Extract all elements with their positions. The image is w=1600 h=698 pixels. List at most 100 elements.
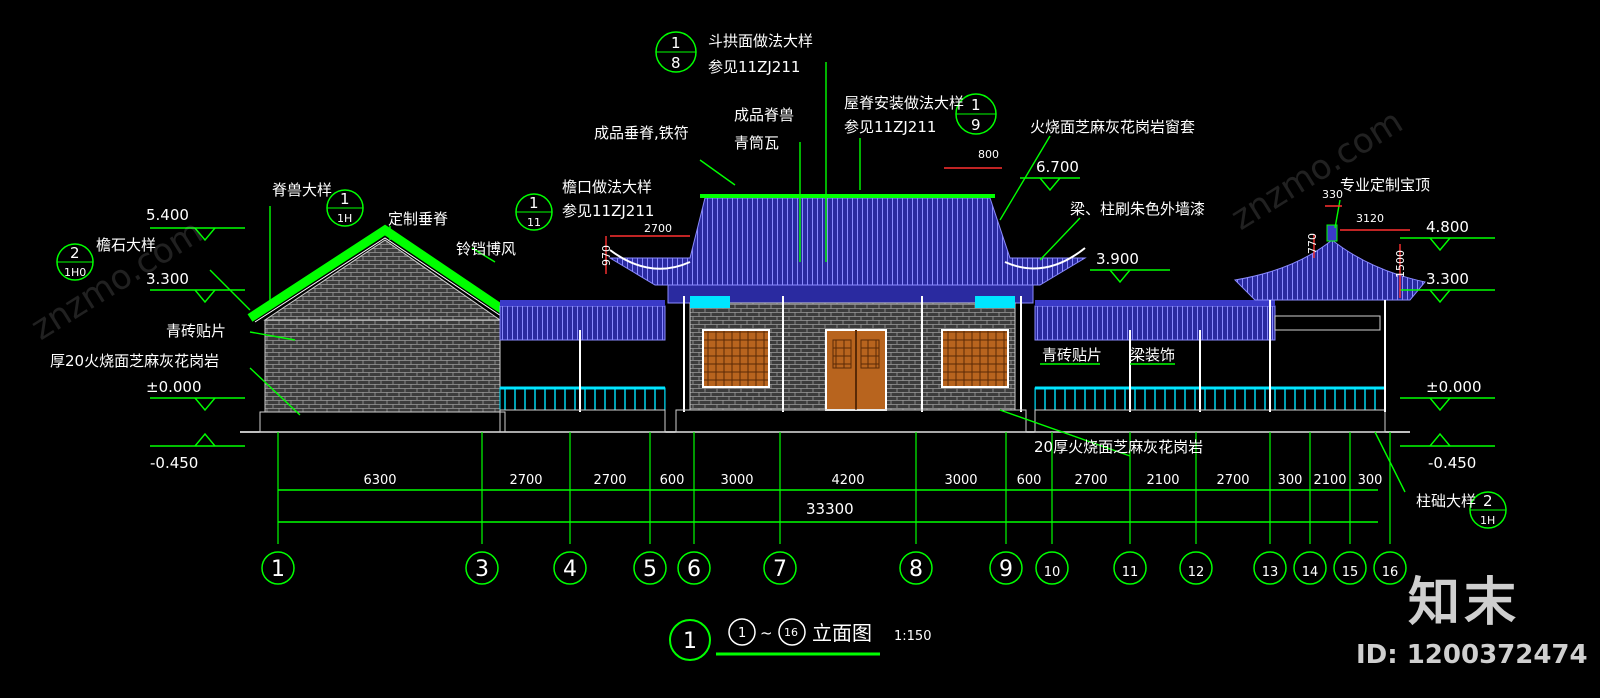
left-gable-wall [263, 239, 502, 321]
axis-label-5: 5 [643, 557, 657, 582]
dimension-text-7: 3000 [944, 473, 977, 488]
left-corridor-roof [499, 305, 666, 341]
axis-label-3: 3 [475, 557, 489, 582]
total-dimension: 33300 [806, 500, 854, 518]
axis-label-15: 15 [1342, 565, 1359, 580]
axis-bubble-14 [1293, 551, 1327, 585]
bubble-b1 [326, 189, 364, 227]
left-railing [499, 387, 666, 411]
bubble-b3 [515, 193, 553, 231]
left-eave-curve [609, 249, 691, 270]
bubble-b6-bottom: 1H [1480, 514, 1495, 527]
axis-label-9: 9 [999, 557, 1013, 582]
bubble-b4-bottom: 8 [671, 54, 681, 72]
left-gable-building [247, 224, 518, 433]
bubble-b2 [56, 243, 94, 281]
left-brick-wall [264, 319, 501, 413]
leader-lines [209, 62, 1406, 493]
title-scale: 1:150 [894, 629, 931, 644]
dimension-text-6: 4200 [831, 473, 864, 488]
bubble-b4-top: 1 [671, 34, 681, 52]
dimension-text-12: 300 [1278, 473, 1303, 488]
pavilion-finial [1326, 224, 1338, 242]
note-n14: 屋脊安装做法大样 [844, 94, 964, 112]
note-n4: 檐石大样 [96, 236, 156, 254]
axis-bubble-13 [1253, 551, 1287, 585]
level-marks [150, 177, 1495, 447]
main-upper-roof [608, 197, 1087, 286]
dimension-text-9: 2700 [1074, 473, 1107, 488]
small-dim-d6: 770 [1306, 233, 1319, 254]
dimension-text-1: 6300 [363, 473, 396, 488]
note-n8: 成品脊兽 [734, 106, 794, 124]
note-n9: 青筒瓦 [734, 134, 779, 152]
axis-bubble-16 [1373, 551, 1407, 585]
dimension-text-3: 2700 [593, 473, 626, 488]
axis-label-12: 12 [1188, 565, 1205, 580]
note-n19: 青砖贴片 [1042, 346, 1102, 364]
left-window [702, 329, 770, 388]
small-dim-d1: 2700 [644, 222, 672, 235]
small-dim-d4: 330 [1322, 188, 1343, 201]
bubble-b5-top: 1 [971, 96, 981, 114]
note-n21: 20厚火烧面芝麻灰花岗岩 [1034, 438, 1203, 456]
note-n5: 青砖贴片 [166, 322, 226, 340]
axis-bubble-3 [465, 551, 499, 585]
pavilion-roof [1233, 239, 1426, 301]
level-l6: 3.900 [1096, 250, 1139, 268]
dimension-extension-lines [277, 432, 1391, 544]
dimension-lines [278, 489, 1378, 523]
small-dim-d5: 3120 [1356, 212, 1384, 225]
note-n17: 梁、柱刷朱色外墙漆 [1070, 200, 1205, 218]
bubble-b2-bottom: 1H0 [64, 266, 86, 279]
axis-label-16: 16 [1382, 565, 1399, 580]
small-dim-d3: 800 [978, 148, 999, 161]
title-number: 1 [683, 629, 697, 654]
left-gable-roof-edge [247, 224, 518, 322]
dimension-text-11: 2700 [1216, 473, 1249, 488]
level-l10: -0.450 [1428, 454, 1476, 472]
title-name: 立面图 [812, 621, 872, 645]
level-l8: 3.300 [1426, 270, 1469, 288]
axis-label-8: 8 [909, 557, 923, 582]
note-n6: 厚20火烧面芝麻灰花岗岩 [50, 352, 219, 370]
axis-bubble-15 [1333, 551, 1367, 585]
level-l5: 6.700 [1036, 158, 1079, 176]
left-plinth [259, 411, 506, 433]
bubble-b1-bottom: 1H [337, 212, 352, 225]
right-eave-curve [1004, 247, 1086, 270]
note-n7: 成品垂脊,铁符 [594, 124, 689, 142]
right-corridor [1034, 300, 1386, 433]
drawing-title: 1 1 ~ 16 立面图 1:150 [669, 618, 931, 661]
left-corridor [499, 300, 666, 433]
axis-bubble-8 [899, 551, 933, 585]
dimension-text-8: 600 [1017, 473, 1042, 488]
bubble-b6-top: 2 [1483, 492, 1493, 510]
note-n15: 参见11ZJ211 [844, 118, 936, 136]
note-n12: 斗拱面做法大样 [708, 32, 813, 50]
note-n11: 参见11ZJ211 [562, 202, 654, 220]
bubble-b2-top: 2 [70, 244, 80, 262]
note-n22: 柱础大样 [1416, 492, 1476, 510]
axis-bubble-7 [763, 551, 797, 585]
axis-label-7: 7 [773, 557, 787, 582]
axis-bubble-1 [261, 551, 295, 585]
small-dim-lines [605, 167, 1410, 298]
axis-bubble-6 [677, 551, 711, 585]
note-n3: 铃铛博风 [456, 240, 516, 258]
axis-bubble-12 [1179, 551, 1213, 585]
bubble-b3-bottom: 11 [527, 216, 541, 229]
axis-bubble-5 [633, 551, 667, 585]
pavilion [1233, 224, 1426, 412]
dimension-text-2: 2700 [509, 473, 542, 488]
note-n18: 专业定制宝顶 [1340, 176, 1430, 194]
note-n20: 梁装饰 [1130, 346, 1175, 364]
small-dim-d2: 970 [600, 245, 613, 266]
dimension-text-13: 2100 [1313, 473, 1346, 488]
bubble-b5-bottom: 9 [971, 116, 981, 134]
watermark-id: ID: 1200372474 [1356, 640, 1588, 670]
bubble-b5 [955, 93, 997, 135]
